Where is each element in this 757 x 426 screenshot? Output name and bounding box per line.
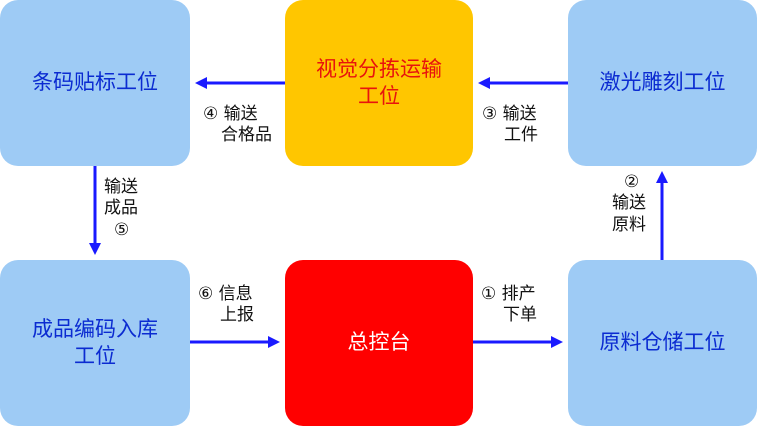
edge-label-6-line1: ⑥ 信息 [198,284,253,304]
control-desk-label: 总控台 [347,330,411,355]
edge-label-5-line1: 输送 [104,177,138,197]
product-station-label-1: 成品编码入库 [32,316,158,341]
edge-label-5: 输送 成品 ⑤ [104,177,138,241]
edge-label-1-line2: 下单 [503,305,537,326]
product-station-label-2: 工位 [74,344,116,368]
edge-label-4-line2: 合格品 [221,125,272,146]
vision-station-box: 视觉分拣运输 工位 [285,0,473,166]
edge-label-4: ④ 输送 合格品 [203,104,272,147]
laser-station-label: 激光雕刻工位 [599,70,726,95]
edge-label-6: ⑥ 信息 上报 [198,284,254,327]
product-station-box: 成品编码入库 工位 [0,260,190,426]
laser-station-box: 激光雕刻工位 [568,0,757,166]
barcode-station-box: 条码贴标工位 [0,0,190,166]
edge-label-1: ① 排产 下单 [481,284,537,327]
edge-label-3: ③ 输送 工件 [482,104,538,147]
control-desk-box: 总控台 [285,260,473,426]
storage-station-box: 原料仓储工位 [568,260,757,426]
edge-label-2: ② 输送 原料 [612,172,646,236]
edge-label-2-line1: 输送 [612,193,646,214]
vision-station-label-2: 工位 [358,84,400,108]
edge-label-2-line2: 原料 [612,214,646,235]
storage-station-label: 原料仓储工位 [599,330,726,355]
edge-label-2-num: ② [624,172,640,192]
edge-label-3-line1: ③ 输送 [482,104,537,124]
edge-label-1-line1: ① 排产 [481,284,536,304]
edge-label-4-line1: ④ 输送 [203,104,258,124]
vision-station-label-1: 视觉分拣运输 [316,56,442,81]
edge-label-5-num: ⑤ [114,219,130,240]
edge-label-6-line2: 上报 [220,305,254,326]
barcode-station-label: 条码贴标工位 [32,70,158,95]
edge-label-5-line2: 成品 [104,198,138,219]
edge-label-3-line2: 工件 [504,125,538,146]
